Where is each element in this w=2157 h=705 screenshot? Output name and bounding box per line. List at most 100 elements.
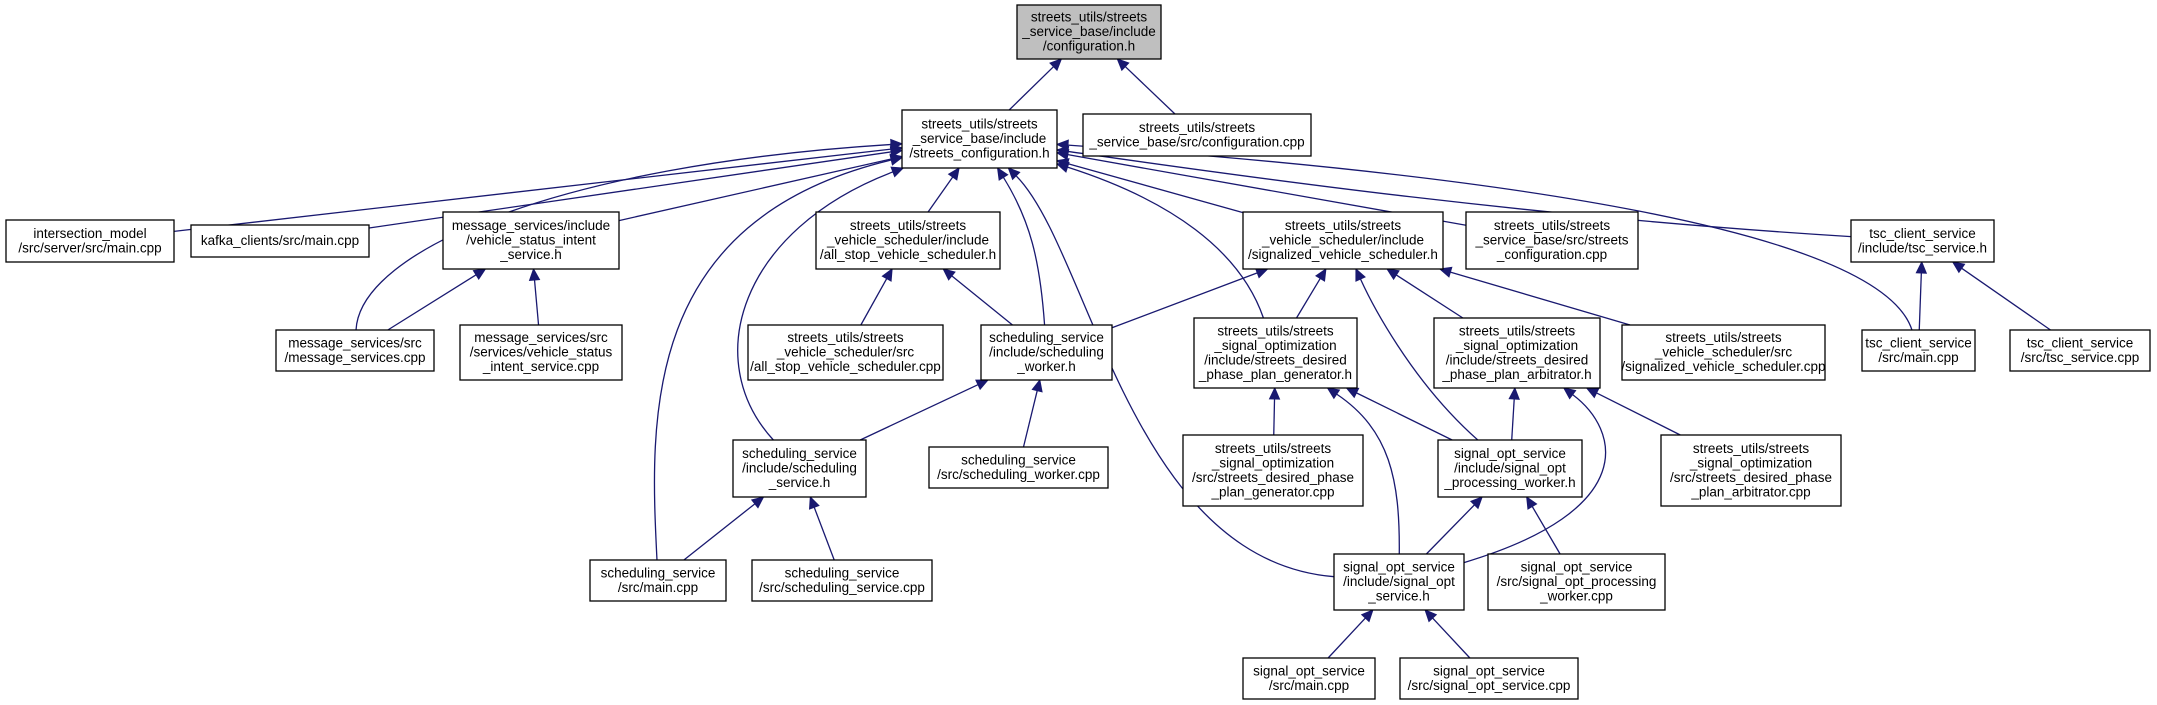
arrowhead-desired_plan_arbitrator_cpp-to-desired_plan_arbitrator_h — [1585, 387, 1600, 399]
node-vehicle_status_intent_h[interactable]: message_services/include/vehicle_status_… — [442, 211, 620, 270]
node-signal_opt_processing_worker_h[interactable]: signal_opt_service/include/signal_opt_pr… — [1437, 439, 1583, 498]
node-label-line: _vehicle_scheduler/src — [1654, 345, 1793, 360]
node-box — [928, 446, 1109, 489]
edge-desired_plan_generator_h-to-streets_configuration_h — [1067, 166, 1265, 319]
node-label-line: streets_utils/streets — [1031, 10, 1148, 25]
edge-tsc_main-to-streets_configuration_h — [1067, 144, 1913, 331]
edge-message_services_cpp-to-streets_configuration_h — [355, 143, 892, 331]
edge-streets_configuration_h-to-configuration_h — [1008, 66, 1054, 111]
node-signal_opt_service_cpp[interactable]: signal_opt_service/src/signal_opt_servic… — [1399, 657, 1579, 700]
edge-signal_opt_processing_worker_h-to-signalized_scheduler_h — [1359, 278, 1479, 441]
node-streets_configuration_h[interactable]: streets_utils/streets_service_base/inclu… — [901, 109, 1058, 169]
node-label-line: /all_stop_vehicle_scheduler.h — [820, 247, 996, 262]
node-label-line: /configuration.h — [1043, 39, 1135, 54]
edge-signalized_scheduler_cpp-to-signalized_scheduler_h — [1450, 271, 1631, 326]
node-signal_opt_service_h[interactable]: signal_opt_service/include/signal_opt_se… — [1333, 553, 1465, 611]
node-all_stop_scheduler_h[interactable]: streets_utils/streets_vehicle_scheduler/… — [815, 211, 1001, 270]
edge-intersection_main-to-streets_configuration_h — [173, 148, 892, 233]
node-label-line: _phase_plan_generator.h — [1198, 367, 1352, 382]
node-label-line: _service.h — [768, 475, 831, 490]
node-desired_plan_arbitrator_h[interactable]: streets_utils/streets_signal_optimizatio… — [1433, 317, 1601, 389]
node-box — [1182, 434, 1364, 507]
node-label-line: /include/tsc_service.h — [1858, 240, 1987, 255]
node-streets_configuration_cpp[interactable]: streets_utils/streets_service_base/src/s… — [1465, 211, 1639, 270]
node-desired_plan_generator_cpp[interactable]: streets_utils/streets_signal_optimizatio… — [1182, 434, 1364, 507]
node-tsc_main[interactable]: tsc_client_service/src/main.cpp — [1861, 329, 1976, 372]
node-configuration_h[interactable]: streets_utils/streets_service_base/inclu… — [1016, 4, 1162, 60]
arrowhead-scheduling_worker_h-to-all_stop_scheduler_h — [942, 268, 956, 281]
node-signal_opt_processing_worker_cpp[interactable]: signal_opt_service/src/signal_opt_proces… — [1487, 553, 1666, 611]
edge-signalized_scheduler_h-to-streets_configuration_h — [1067, 162, 1244, 214]
arrowhead-message_services_cpp-to-streets_configuration_h — [890, 138, 904, 151]
node-signal_opt_main[interactable]: signal_opt_service/src/main.cpp — [1242, 657, 1376, 700]
node-scheduling_worker_cpp[interactable]: scheduling_service/src/scheduling_worker… — [928, 446, 1109, 489]
edge-vehicle_status_intent_h-to-streets_configuration_h — [618, 158, 892, 222]
node-configuration_cpp[interactable]: streets_utils/streets_service_base/src/c… — [1082, 113, 1312, 157]
node-desired_plan_generator_h[interactable]: streets_utils/streets_signal_optimizatio… — [1193, 317, 1358, 389]
node-label-line: /src/main.cpp — [618, 580, 698, 595]
arrowhead-message_services_cpp-to-vehicle_status_intent_h — [472, 268, 487, 280]
node-label-line: _service_base/include — [912, 131, 1047, 146]
node-label-line: _plan_arbitrator.cpp — [1690, 484, 1810, 499]
node-label-line: _service.h — [1367, 589, 1430, 604]
node-tsc_service_cpp[interactable]: tsc_client_service/src/tsc_service.cpp — [2009, 329, 2151, 372]
node-box — [5, 219, 175, 263]
edge-scheduling_main-to-streets_configuration_h — [653, 159, 892, 561]
node-signalized_scheduler_h[interactable]: streets_utils/streets_vehicle_scheduler/… — [1242, 211, 1444, 270]
node-label-line: _plan_generator.cpp — [1210, 484, 1334, 499]
edge-signal_opt_processing_worker_h-to-desired_plan_arbitrator_h — [1511, 398, 1515, 441]
node-box — [1242, 657, 1376, 700]
arrowhead-scheduling_service_h-to-streets_configuration_h — [890, 166, 905, 178]
node-label-line: /src/main.cpp — [1878, 350, 1958, 365]
arrowhead-desired_plan_generator_cpp-to-desired_plan_generator_h — [1268, 386, 1281, 400]
arrowhead-scheduling_main-to-scheduling_service_h — [750, 496, 765, 509]
edge-scheduling_service_cpp-to-scheduling_service_h — [813, 507, 835, 561]
node-label-line: /src/signal_opt_processing — [1497, 574, 1657, 589]
node-label-line: _signal_optimization — [1689, 455, 1812, 470]
node-label-line: streets_utils/streets — [1215, 441, 1332, 456]
edge-configuration_cpp-to-configuration_h — [1124, 66, 1176, 115]
node-label-line: /message_services.cpp — [284, 350, 425, 365]
edge-scheduling_main-to-scheduling_service_h — [683, 503, 756, 561]
node-intersection_main[interactable]: intersection_model/src/server/src/main.c… — [5, 219, 175, 263]
node-scheduling_main[interactable]: scheduling_service/src/main.cpp — [589, 559, 727, 602]
node-box — [190, 224, 370, 258]
node-label-line: /src/signal_opt_service.cpp — [1408, 678, 1571, 693]
node-vehicle_status_intent_cpp[interactable]: message_services/src/services/vehicle_st… — [459, 324, 623, 381]
node-scheduling_worker_h[interactable]: scheduling_service/include/scheduling_wo… — [980, 324, 1113, 381]
node-scheduling_service_h[interactable]: scheduling_service/include/scheduling_se… — [732, 439, 867, 498]
node-label-line: streets_utils/streets — [1285, 218, 1402, 233]
node-scheduling_service_cpp[interactable]: scheduling_service/src/scheduling_servic… — [751, 559, 933, 602]
edge-scheduling_worker_h-to-streets_configuration_h — [1002, 176, 1046, 326]
node-label-line: /vehicle_status_intent — [466, 233, 596, 248]
node-label-line: /services/vehicle_status — [470, 345, 613, 360]
node-label-line: streets_utils/streets — [1494, 218, 1611, 233]
node-label-line: tsc_client_service — [1865, 335, 1972, 350]
arrowhead-desired_plan_arbitrator_h-to-signalized_scheduler_h — [1386, 268, 1400, 281]
node-label-line: streets_utils/streets — [850, 218, 967, 233]
node-label-line: scheduling_service — [742, 446, 857, 461]
arrowhead-scheduling_main-to-streets_configuration_h — [889, 154, 904, 166]
node-signalized_scheduler_cpp[interactable]: streets_utils/streets_vehicle_scheduler/… — [1621, 324, 1826, 381]
edge-signal_opt_service_h-to-streets_configuration_h — [1015, 175, 1335, 578]
node-label-line: _vehicle_scheduler/include — [1261, 233, 1424, 248]
node-box — [980, 324, 1113, 381]
node-label-line: tsc_client_service — [2027, 335, 2134, 350]
node-label-line: /src/scheduling_worker.cpp — [937, 467, 1100, 482]
arrowhead-streets_configuration_h-to-configuration_h — [1049, 58, 1063, 72]
node-tsc_service_h[interactable]: tsc_client_service/include/tsc_service.h — [1850, 219, 1995, 263]
node-label-line: _service_base/src/configuration.cpp — [1088, 134, 1304, 149]
node-label-line: /src/main.cpp — [1269, 678, 1349, 693]
edge-signal_opt_main-to-signal_opt_service_h — [1327, 617, 1366, 659]
arrowhead-scheduling_worker_cpp-to-scheduling_worker_h — [1031, 378, 1043, 393]
node-box — [1399, 657, 1579, 700]
node-kafka_main[interactable]: kafka_clients/src/main.cpp — [190, 224, 370, 258]
node-label-line: _phase_plan_arbitrator.h — [1441, 367, 1591, 382]
node-label-line: _configuration.cpp — [1496, 247, 1607, 262]
node-message_services_cpp[interactable]: message_services/src/message_services.cp… — [275, 329, 435, 372]
node-all_stop_scheduler_cpp[interactable]: streets_utils/streets_vehicle_scheduler/… — [747, 324, 944, 381]
arrowhead-signal_opt_service_cpp-to-signal_opt_service_h — [1424, 609, 1438, 623]
arrowhead-signal_opt_service_h-to-streets_configuration_h — [1007, 167, 1021, 181]
node-desired_plan_arbitrator_cpp[interactable]: streets_utils/streets_signal_optimizatio… — [1660, 434, 1842, 507]
